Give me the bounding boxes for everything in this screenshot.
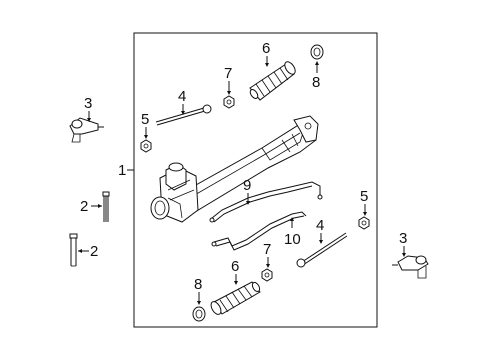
arrow-4-upper xyxy=(181,111,185,115)
callout-2-upper: 2 xyxy=(80,198,88,215)
callout-8-lower: 8 xyxy=(194,276,202,293)
assembly-frame xyxy=(133,32,378,328)
arrow-7-lower xyxy=(266,264,270,268)
arrow-9 xyxy=(246,201,250,205)
boot-lower xyxy=(210,281,261,315)
tie-rod-end-left xyxy=(69,117,104,143)
clamp-lower xyxy=(261,268,273,282)
callout-1: 1 xyxy=(118,162,126,179)
pressure-line xyxy=(209,181,323,223)
arrow-6-upper xyxy=(265,63,269,67)
return-line xyxy=(211,211,307,251)
arrow-10 xyxy=(290,217,294,221)
boot-upper xyxy=(249,61,296,101)
rack-housing xyxy=(150,115,319,223)
bolt-upper xyxy=(102,191,110,222)
arrow-2-upper xyxy=(98,204,102,208)
arrow-5-right xyxy=(363,212,367,216)
callout-7-lower: 7 xyxy=(263,241,271,258)
arrow-2-lower xyxy=(78,249,82,253)
callout-6-upper: 6 xyxy=(262,40,270,57)
bolt-lower xyxy=(69,233,78,267)
jam-nut-left xyxy=(140,139,152,153)
arrow-4-lower xyxy=(319,240,323,244)
callout-7-upper: 7 xyxy=(224,65,232,82)
callout-6-lower: 6 xyxy=(231,258,239,275)
arrow-5-left xyxy=(144,135,148,139)
arrow-3-right xyxy=(402,253,406,257)
callout-3-right: 3 xyxy=(399,230,407,247)
jam-nut-right xyxy=(358,216,370,230)
arrow-8-upper xyxy=(315,61,319,65)
callout-4-upper: 4 xyxy=(178,88,186,105)
callout-10: 10 xyxy=(284,231,301,248)
seal-ring-upper xyxy=(310,44,324,60)
arrow-8-lower xyxy=(197,301,201,305)
tie-rod-end-right xyxy=(392,255,429,279)
callout-8-upper: 8 xyxy=(312,74,320,91)
callout-5-left: 5 xyxy=(141,111,149,128)
inner-tie-rod-upper xyxy=(155,104,212,126)
seal-ring-lower xyxy=(192,306,206,322)
callout-2-lower: 2 xyxy=(90,243,98,260)
callout-5-right: 5 xyxy=(360,188,368,205)
callout-4-lower: 4 xyxy=(316,217,324,234)
callout-3-left: 3 xyxy=(84,95,92,112)
inner-tie-rod-lower xyxy=(296,232,348,268)
arrow-6-lower xyxy=(234,281,238,285)
arrow-3-left xyxy=(87,118,91,122)
clamp-upper xyxy=(223,95,235,109)
callout-9: 9 xyxy=(243,177,251,194)
arrow-7-upper xyxy=(227,91,231,95)
